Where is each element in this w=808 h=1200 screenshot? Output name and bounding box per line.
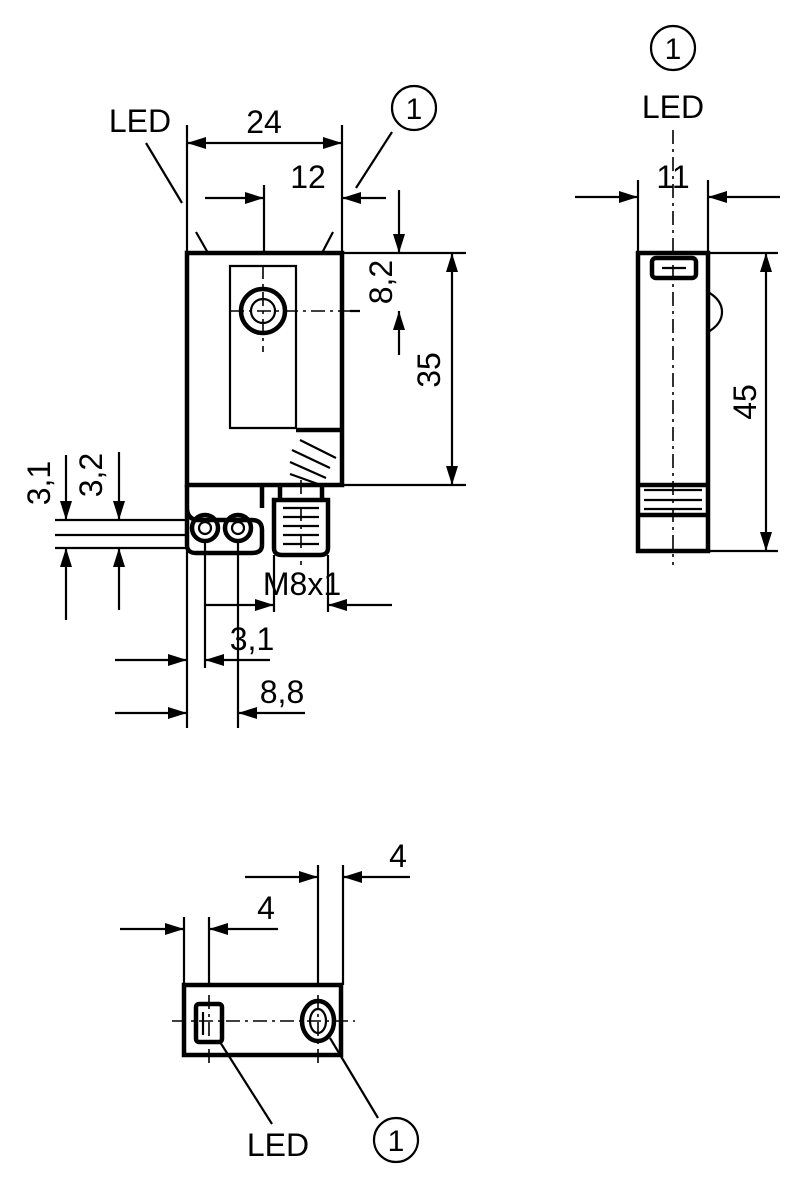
front-mount-flange bbox=[184, 485, 265, 556]
top-led-label: LED bbox=[247, 1127, 309, 1163]
side-led-label: LED bbox=[642, 89, 704, 125]
front-flange-hole-2-inner bbox=[230, 520, 246, 536]
front-led-label: LED bbox=[109, 103, 171, 139]
dim-4-top-arrows bbox=[299, 871, 362, 883]
front-extension-lines-left bbox=[55, 518, 187, 550]
front-extension-lines bbox=[185, 125, 466, 487]
dim-8-8-label: 8,8 bbox=[260, 674, 304, 710]
top-callout-1-label: 1 bbox=[388, 1125, 405, 1158]
top-led-leader bbox=[219, 1041, 273, 1125]
top-callout-1-leader bbox=[329, 1037, 379, 1119]
dim-24-arrows bbox=[187, 137, 342, 149]
dim-4-top-label: 4 bbox=[389, 838, 407, 874]
dim-11-extension bbox=[636, 180, 710, 253]
front-hole-centerlines bbox=[230, 265, 360, 352]
front-flange-hole-1-inner bbox=[197, 520, 213, 536]
side-callout-1-circle bbox=[649, 24, 697, 72]
front-callout-1-circle bbox=[390, 84, 438, 132]
dim-3-2-v-arrows bbox=[113, 501, 125, 567]
top-centerlines bbox=[172, 995, 355, 1065]
dim-8-2-label: 8,2 bbox=[363, 260, 399, 304]
dim-11-label: 11 bbox=[656, 159, 689, 195]
side-housing-outline bbox=[635, 250, 711, 554]
side-lens-bump bbox=[707, 291, 724, 333]
side-led-window bbox=[649, 255, 699, 281]
side-callout-1-label: 1 bbox=[665, 33, 682, 66]
dim-3-1-h-arrows bbox=[168, 654, 224, 666]
dim-8-8-arrows bbox=[168, 707, 257, 719]
dim-45-label: 45 bbox=[727, 384, 763, 420]
dim-m8-arrows bbox=[255, 599, 347, 611]
dim-3-1-v-label: 3,1 bbox=[21, 461, 57, 505]
dim-3-2-v-label: 3,2 bbox=[73, 453, 109, 497]
side-view: 1 LED 11 45 bbox=[575, 24, 780, 565]
dim-m8-label: M8x1 bbox=[263, 566, 341, 602]
dim-12-label: 12 bbox=[290, 159, 326, 195]
front-corner-hatch bbox=[289, 439, 337, 486]
dim-4-left-arrows bbox=[165, 923, 228, 935]
top-callout-1-circle bbox=[372, 1116, 420, 1164]
front-led-chamfers bbox=[195, 231, 334, 254]
dim-24-label: 24 bbox=[246, 104, 282, 140]
front-led-leader bbox=[145, 142, 183, 204]
dim-4-left-label: 4 bbox=[257, 890, 275, 926]
top-extension-lines bbox=[182, 865, 345, 985]
dim-3-1-v-arrows bbox=[60, 501, 72, 567]
top-housing-outline bbox=[181, 982, 344, 1058]
dim-3-1-h-label: 3,1 bbox=[230, 621, 274, 657]
front-callout-1-leader bbox=[355, 131, 393, 189]
front-view: 24 12 LED 1 8,2 35 3,1 3,2 M8x1 bbox=[21, 84, 466, 728]
dim-35-label: 35 bbox=[411, 352, 447, 388]
front-callout-1-label: 1 bbox=[406, 93, 423, 126]
top-view: 4 4 LED 1 bbox=[120, 838, 420, 1164]
